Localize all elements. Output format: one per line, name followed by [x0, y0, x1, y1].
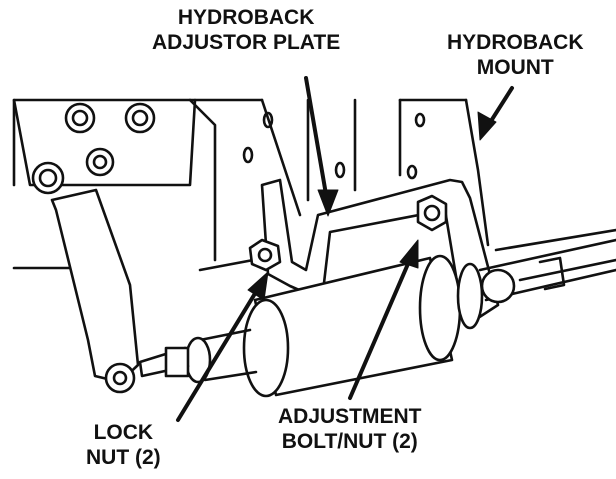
mount-callout: HYDROBACK MOUNT [445, 30, 586, 80]
lock-nut-label-line1: LOCK [93, 421, 154, 444]
hydroback-cylinder [184, 254, 484, 398]
lock-nut-callout: LOCK NUT (2) [84, 420, 163, 470]
cable-rod [478, 238, 616, 304]
leader-arrows [176, 76, 514, 422]
rod-end [104, 346, 190, 394]
adjustor-plate-callout: HYDROBACK ADJUSTOR PLATE [150, 5, 343, 55]
adjustor-plate-label-line2: ADJUSTOR PLATE [152, 31, 341, 54]
lock-nut-top [248, 238, 282, 272]
adjustment-bolt-callout: ADJUSTMENT BOLT/NUT (2) [276, 404, 424, 454]
adjustment-bolt-label-line2: BOLT/NUT (2) [281, 430, 418, 453]
lock-nut-label-line2: NUT (2) [86, 446, 161, 469]
adjustment-bolt-label-line1: ADJUSTMENT [278, 405, 422, 428]
mount-label-line1: HYDROBACK [447, 31, 584, 54]
frame-bolts [31, 102, 156, 195]
linkage-arm [50, 188, 140, 384]
mount-label-line2: MOUNT [476, 56, 554, 79]
adjustor-plate-label-line1: HYDROBACK [177, 6, 315, 29]
adjustment-bolt [416, 194, 448, 232]
